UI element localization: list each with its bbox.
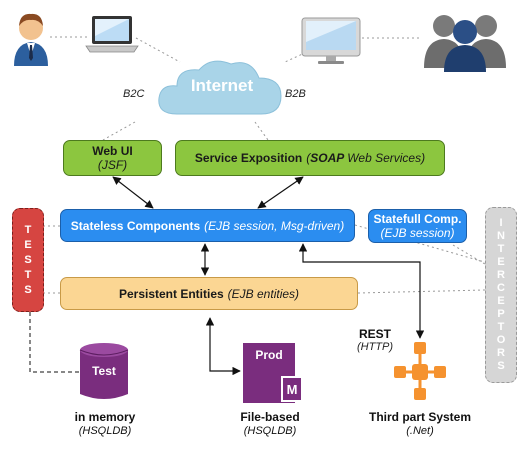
service-exposition-box: Service Exposition ( SOAP Web Services) [175,140,445,176]
interceptors-letter: R [497,347,505,359]
service-stateless-arrow [257,176,304,209]
interceptors-letter: E [497,256,505,268]
test-db-label: Test [92,364,116,378]
statefull-comp-box: Statefull Comp. (EJB session) [368,209,467,243]
persistent-tech: (EJB entities) [227,286,300,301]
user-group-icon [424,15,506,72]
persistent-title: Persistent Entities [118,286,224,301]
interceptors-column: I N T E R C E P T O R S [485,207,517,383]
stateless-tech: (EJB session, Msg-driven) [204,218,345,233]
test-database-icon [79,343,129,399]
third-party-caption-group: Third part System (.Net) [355,410,485,438]
internet-cloud-icon [158,60,282,115]
desktop-computer-icon [301,17,361,64]
test-db-caption: in memory [74,410,136,424]
interceptors-letter: S [497,360,505,372]
prod-db-label: Prod [255,348,283,362]
prod-db-sub: (HSQLDB) [243,425,297,437]
webui-stateless-arrow [112,176,154,209]
interceptors-letter: C [497,282,505,294]
web-ui-title: Web UI [92,144,133,158]
persistent-entities-box: Persistent Entities (EJB entities) [60,277,358,310]
cloud-service-link [254,121,269,141]
tests-letter: T [24,268,32,281]
interceptors-letter: T [497,243,505,255]
interceptors-letter: N [497,230,505,242]
b2c-label: B2C [123,88,145,100]
statefull-title: Statefull Comp. [373,212,462,226]
prod-db-caption-group: File-based (HSQLDB) [215,410,325,438]
persistent-prod-arrow [205,317,241,376]
third-party-sub: (.Net) [406,425,434,437]
rest-protocol: (HTTP) [356,341,394,353]
service-open: ( [306,151,311,165]
internet-label: Internet [190,76,254,95]
third-party-system-icon [394,342,446,400]
laptop-icon [85,16,139,53]
tests-letter: S [24,253,32,266]
interceptors-letter: I [499,217,503,229]
user-icon [14,13,48,66]
third-party-caption: Third part System [368,410,472,424]
stateless-title: Stateless Components [70,218,201,233]
cloud-webui-link [102,121,136,141]
laptop-cloud-link [135,37,181,63]
prod-db-caption: File-based [240,410,300,424]
interceptors-letter: T [497,321,505,333]
test-db-sub: (HSQLDB) [78,425,132,437]
interceptors-letter: P [497,308,505,320]
stateless-interceptor-link [354,224,496,266]
prod-db-badge: M [281,376,303,402]
b2b-label: B2B [285,88,306,100]
tests-letter: T [24,223,32,236]
stateless-components-box: Stateless Components (EJB session, Msg-d… [60,209,355,242]
tests-letter: S [24,283,32,296]
tests-db-link [29,312,80,373]
interceptors-letter: R [497,269,505,281]
rest-label: REST [358,327,391,341]
tests-column: T E S T S [12,208,44,312]
interceptors-letter: E [497,295,505,307]
rest-label-group: REST (HTTP) [352,327,398,353]
web-ui-tech: (JSF) [97,158,128,172]
service-tech: Web Services) [347,151,426,165]
test-db-caption-group: in memory (HSQLDB) [50,410,160,438]
stateless-thirdparty-arrow [298,243,425,339]
statefull-tech: (EJB session) [380,226,455,240]
web-ui-box: Web UI (JSF) [63,140,162,176]
persistent-interceptor-link [357,289,486,294]
interceptors-letter: O [496,334,506,346]
service-title: Service Exposition [194,151,303,165]
service-soap: SOAP [310,151,345,165]
tests-letter: E [24,238,32,251]
